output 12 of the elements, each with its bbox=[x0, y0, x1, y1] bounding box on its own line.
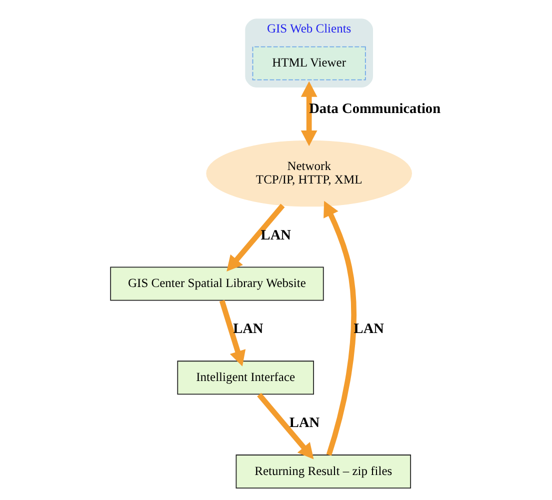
arrow bbox=[300, 81, 318, 146]
arrow bbox=[257, 392, 314, 460]
edge-label: LAN bbox=[233, 321, 264, 338]
node-box: Returning Result – zip files bbox=[236, 454, 412, 489]
edge-label: LAN bbox=[260, 227, 291, 244]
node-ellipse: Network TCP/IP, HTTP, XML bbox=[206, 140, 412, 207]
node-box: Intelligent Interface bbox=[177, 360, 314, 395]
node-box: HTML Viewer bbox=[252, 46, 366, 80]
edge-label: LAN bbox=[289, 415, 320, 432]
node-box: GIS Center Spatial Library Website bbox=[110, 266, 324, 301]
arrow bbox=[226, 204, 285, 272]
arrow bbox=[219, 300, 246, 366]
